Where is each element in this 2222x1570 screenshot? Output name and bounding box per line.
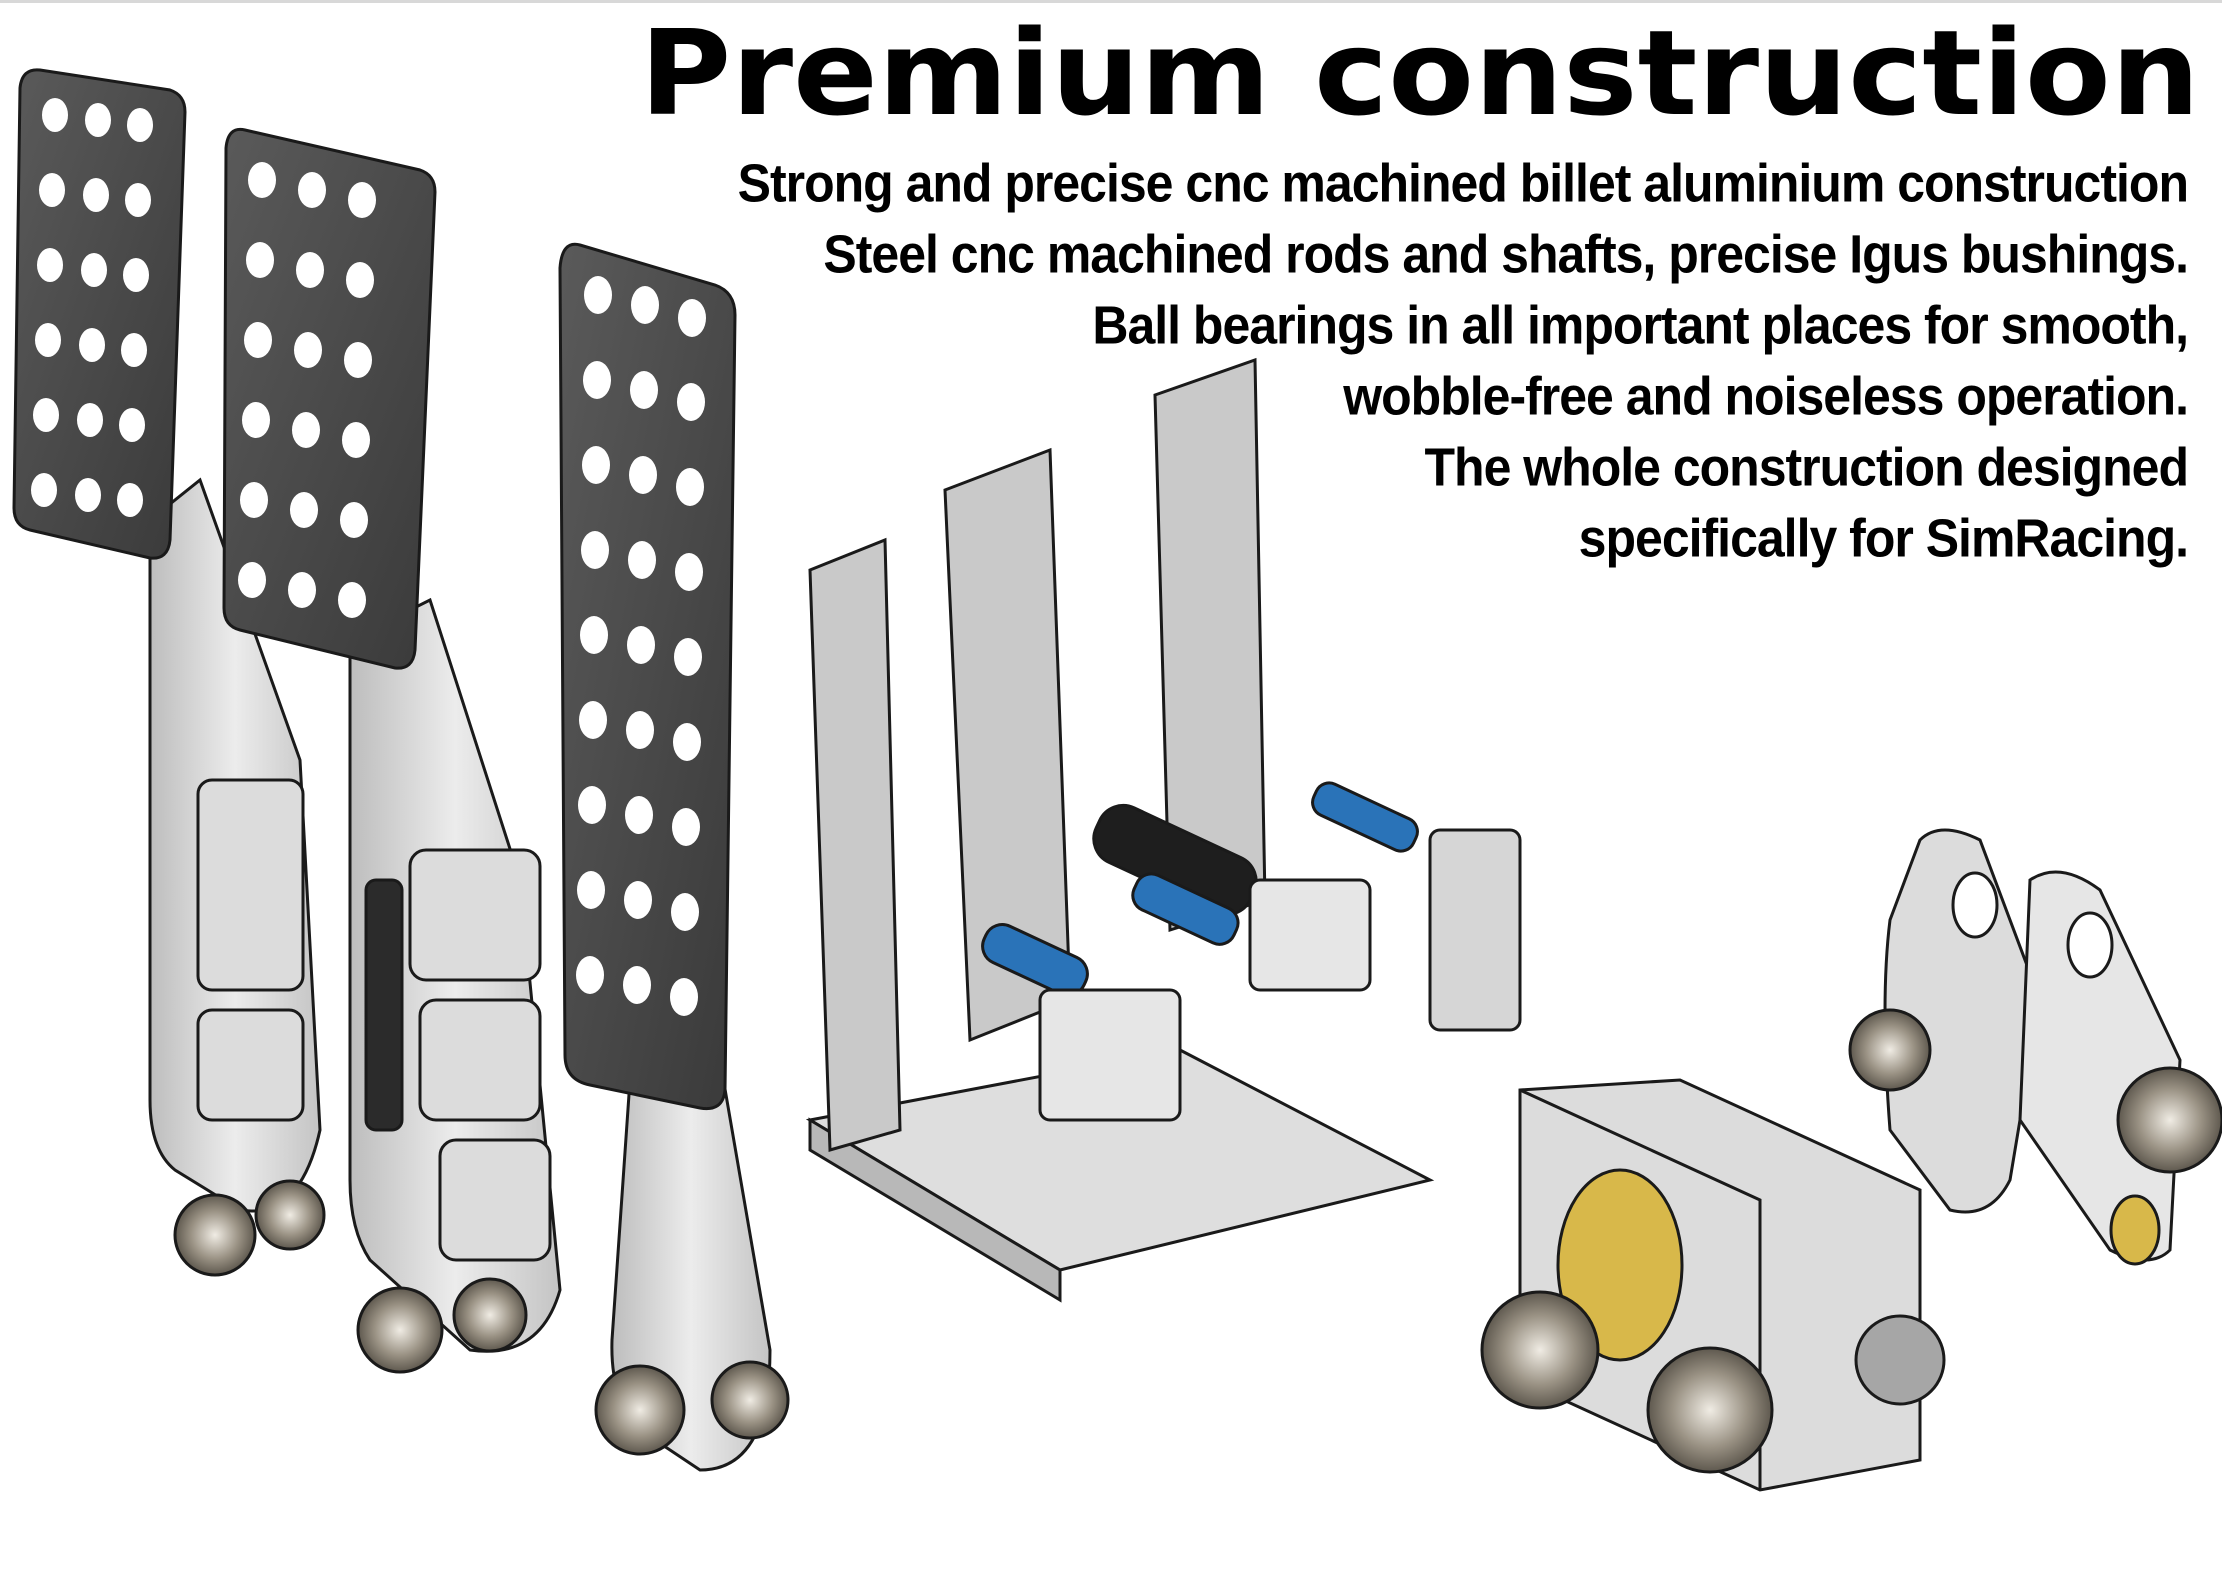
feature-line-6: specifically for SimRacing. [1578, 507, 2189, 569]
brand-logo-plate [364, 878, 404, 1132]
feature-line-5: The whole construction designed [1424, 436, 2189, 498]
pedal-arm-middle [222, 127, 562, 1374]
feature-line-2: Steel cnc machined rods and shafts, prec… [823, 223, 2189, 285]
pedal-face-holes-middle [238, 162, 376, 618]
pedal-face-holes-left [31, 98, 153, 517]
headline: Premium construction [639, 4, 2200, 142]
feature-line-1: Strong and precise cnc machined billet a… [737, 152, 2189, 214]
brass-bushing [1556, 1168, 1684, 1362]
pedal-arm-left [12, 68, 326, 1277]
feature-line-4: wobble-free and noiseless operation. [1343, 365, 2189, 427]
pedal-hinge-bracket [1480, 1078, 1946, 1492]
feature-line-3: Ball bearings in all important places fo… [1092, 294, 2189, 356]
pedal-face-holes-right [576, 276, 706, 1016]
feature-copy: Strong and precise cnc machined billet a… [737, 148, 2189, 574]
pedal-set-assembly [805, 357, 1522, 1303]
pedal-pivot-block [1848, 828, 2222, 1266]
top-divider [0, 0, 2222, 3]
pedal-arm-right [558, 242, 790, 1472]
